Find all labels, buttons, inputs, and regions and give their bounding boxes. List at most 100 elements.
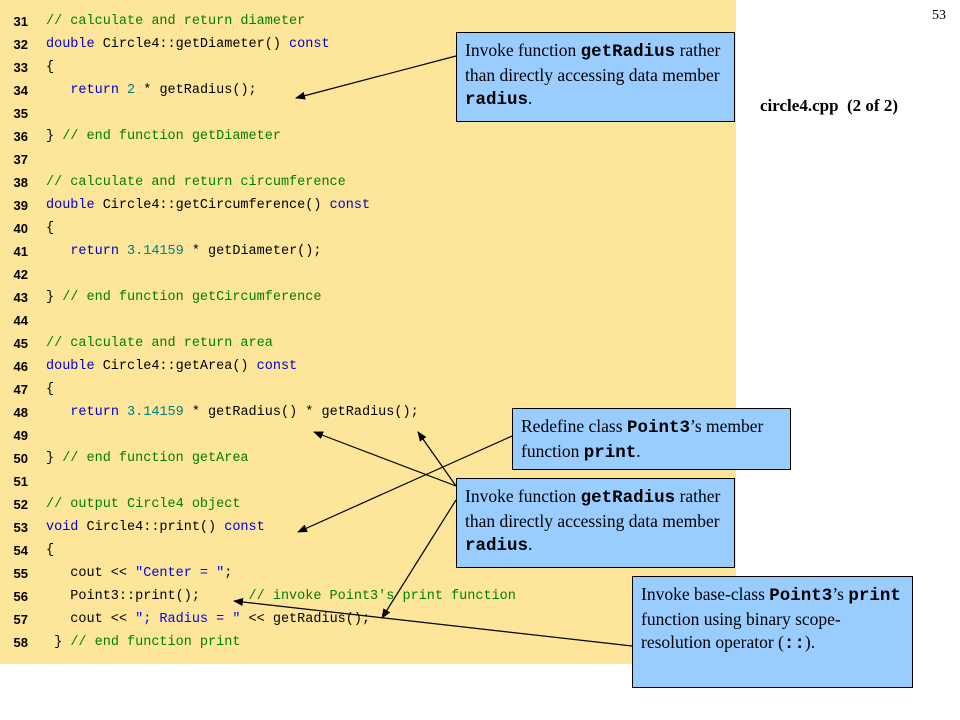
code-line: 51: [0, 470, 736, 493]
callout-text: .: [636, 441, 641, 461]
code-line: 50 } // end function getArea: [0, 447, 736, 470]
line-number: 50: [13, 451, 28, 466]
callout-text: ’s member function: [521, 416, 764, 461]
code-line: 46 double Circle4::getArea() const: [0, 355, 736, 378]
code-token: {: [46, 543, 55, 558]
line-number: 49: [13, 428, 28, 443]
line-number: 58: [13, 635, 28, 650]
code-token: Circle4::print(): [78, 520, 225, 535]
code-text: // calculate and return circumference: [46, 171, 346, 194]
code-text: Point3::print(); // invoke Point3's prin…: [46, 585, 516, 608]
code-token: Circle4::getDiameter(): [94, 37, 290, 52]
code-line: 56 Point3::print(); // invoke Point3's p…: [0, 585, 736, 608]
code-token: const: [329, 198, 371, 213]
code-token: double: [46, 359, 95, 374]
code-text: } // end function print: [46, 631, 240, 654]
code-text: {: [46, 378, 54, 401]
line-number: 34: [13, 83, 28, 98]
code-token: // invoke Point3's print function: [208, 589, 516, 604]
callout-code-term: Point3: [626, 418, 690, 438]
code-token: cout <<: [46, 612, 136, 627]
code-line: 31// calculate and return diameter: [0, 10, 736, 33]
code-text: } // end function getArea: [46, 447, 249, 470]
code-token: // end function print: [70, 635, 241, 650]
line-number: 39: [13, 198, 28, 213]
line-number: 46: [13, 359, 28, 374]
callout-getradius-bottom: Invoke function getRadius rather than di…: [456, 478, 735, 568]
code-line: 40 {: [0, 217, 736, 240]
code-text: return 3.14159 * getRadius() * getRadius…: [46, 401, 419, 424]
callout-code-term: print: [583, 443, 637, 463]
line-number: 45: [13, 336, 28, 351]
code-token: }: [46, 129, 63, 144]
code-line: 44: [0, 309, 736, 332]
code-line: 55 cout << "Center = ";: [0, 562, 736, 585]
code-line: 52// output Circle4 object: [0, 493, 736, 516]
code-token: Point3::print();: [46, 589, 209, 604]
line-number: 44: [13, 313, 28, 328]
code-line: 49: [0, 424, 736, 447]
code-token: const: [256, 359, 298, 374]
line-number: 36: [13, 129, 28, 144]
code-line: 39 double Circle4::getCircumference() con…: [0, 194, 736, 217]
line-number: 41: [13, 244, 28, 259]
code-token: // calculate and return area: [46, 336, 273, 351]
line-number: 35: [13, 106, 28, 121]
code-token: // end function getDiameter: [62, 129, 281, 144]
code-token: return: [70, 83, 119, 98]
line-number: 56: [13, 589, 28, 604]
code-line: 41 return 3.14159 * getDiameter();: [0, 240, 736, 263]
callout-code-term: Point3: [769, 586, 833, 606]
line-number: 55: [13, 566, 28, 581]
line-number: 48: [13, 405, 28, 420]
code-text: cout << "Center = ";: [46, 562, 232, 585]
code-text: double Circle4::getDiameter() const: [46, 33, 330, 56]
code-token: double: [46, 37, 95, 52]
callout-code-term: radius: [465, 536, 529, 556]
code-token: cout <<: [46, 566, 136, 581]
code-token: "Center = ": [135, 566, 225, 581]
code-token: }: [46, 290, 63, 305]
callout-getradius-top: Invoke function getRadius rather than di…: [456, 32, 735, 122]
code-token: return: [70, 244, 119, 259]
callout-text: function using binary scope-resolution o…: [641, 609, 841, 652]
code-text: double Circle4::getArea() const: [46, 355, 297, 378]
arrow-getradius-line48b: [417, 431, 457, 487]
callout-text: ’s: [832, 584, 849, 604]
code-line: 36} // end function getDiameter: [0, 125, 736, 148]
code-line: 43} // end function getCircumference: [0, 286, 736, 309]
code-token: void: [46, 520, 79, 535]
code-line: 35: [0, 102, 736, 125]
line-number: 32: [13, 37, 28, 52]
callout-code-term: getRadius: [580, 488, 676, 508]
code-token: const: [289, 37, 330, 52]
code-text: cout << "; Radius = " << getRadius();: [46, 608, 370, 631]
line-number: 33: [13, 60, 28, 75]
code-token: * getDiameter();: [183, 244, 322, 259]
code-token: {: [46, 60, 55, 75]
line-number: 38: [13, 175, 28, 190]
arrow-getradius-line34: [295, 55, 457, 100]
line-number: 40: [13, 221, 28, 236]
code-line: 38 // calculate and return circumference: [0, 171, 736, 194]
code-token: const: [224, 520, 265, 535]
code-token: << getRadius();: [240, 612, 371, 627]
code-text: double Circle4::getCircumference() const: [46, 194, 370, 217]
code-line: 45 // calculate and return area: [0, 332, 736, 355]
code-text: // calculate and return area: [46, 332, 273, 355]
code-text: } // end function getDiameter: [46, 125, 281, 148]
code-token: * getRadius() * getRadius();: [183, 405, 419, 420]
code-text: {: [46, 56, 54, 79]
code-token: Circle4::getArea(): [94, 359, 257, 374]
code-token: {: [46, 221, 55, 236]
line-number: 51: [13, 474, 28, 489]
callout-text: .: [528, 88, 533, 108]
file-label: circle4.cpp (2 of 2): [760, 96, 899, 115]
callout-code-term: getRadius: [580, 42, 676, 62]
code-line: 47{: [0, 378, 736, 401]
code-line: 42: [0, 263, 736, 286]
code-text: // output Circle4 object: [46, 493, 240, 516]
callout-text: rather than directly accessing data memb…: [465, 40, 721, 85]
code-token: }: [46, 635, 71, 650]
